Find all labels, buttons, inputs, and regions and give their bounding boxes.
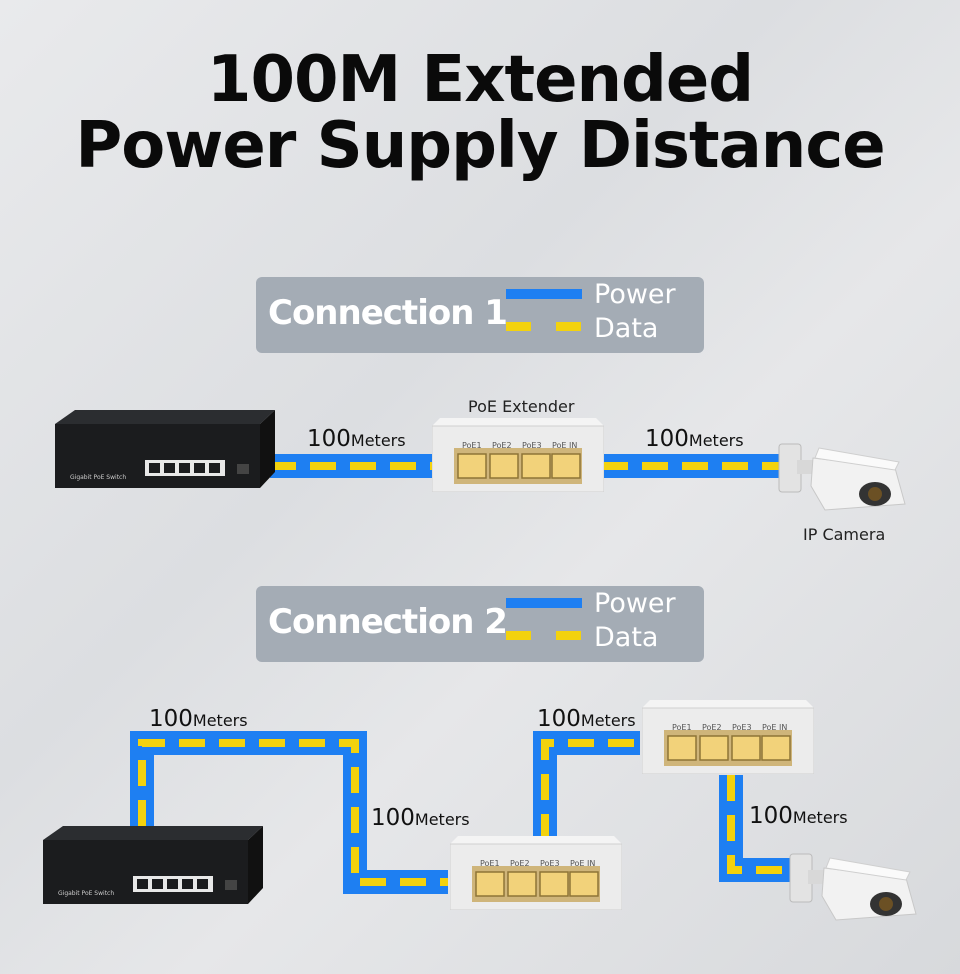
data-dash-swatch — [556, 322, 581, 331]
poe-extender-1 — [432, 418, 604, 497]
port-label: PoE3 — [522, 441, 542, 450]
switch-label: Gigabit PoE Switch — [58, 890, 114, 897]
power-line-swatch — [506, 598, 582, 608]
connection-1-title: Connection 1 — [268, 293, 507, 333]
cable-extender-a-to-extender-b — [545, 743, 640, 840]
port-label: PoE3 — [732, 723, 752, 732]
data-dash-swatch — [506, 322, 531, 331]
ip-camera-2 — [786, 846, 921, 941]
distance-value: 100 — [645, 426, 689, 452]
distance-label: 100Meters — [307, 426, 406, 452]
distance-unit: Meters — [351, 431, 406, 450]
port-label: PoE1 — [462, 441, 482, 450]
legend-data-label: Data — [594, 622, 658, 653]
port-label: PoE3 — [540, 859, 560, 868]
port-label: PoE IN — [570, 859, 595, 868]
port-label: PoE2 — [510, 859, 530, 868]
legend-data-label: Data — [594, 313, 658, 344]
distance-unit: Meters — [415, 810, 470, 829]
distance-value: 100 — [371, 805, 415, 831]
poe-switch-2 — [43, 826, 263, 911]
connection-1-legend: Connection 1 Power Data — [256, 277, 704, 353]
port-label: PoE IN — [762, 723, 787, 732]
distance-value: 100 — [749, 803, 793, 829]
port-label: PoE IN — [552, 441, 577, 450]
distance-unit: Meters — [581, 711, 636, 730]
distance-label: 100Meters — [749, 803, 848, 829]
ip-camera-caption: IP Camera — [803, 525, 885, 544]
distance-label: 100Meters — [645, 426, 744, 452]
cable-extender-a-to-extender-b-data — [545, 743, 640, 840]
port-label: PoE1 — [672, 723, 692, 732]
legend-power-label: Power — [594, 588, 676, 619]
distance-unit: Meters — [793, 808, 848, 827]
distance-value: 100 — [537, 706, 581, 732]
port-label: PoE2 — [492, 441, 512, 450]
data-dash-swatch — [506, 631, 531, 640]
power-line-swatch — [506, 289, 582, 299]
port-label: PoE1 — [480, 859, 500, 868]
legend-power-label: Power — [594, 279, 676, 310]
distance-label: 100Meters — [537, 706, 636, 732]
distance-value: 100 — [149, 706, 193, 732]
poe-extender-2a — [450, 836, 622, 915]
distance-unit: Meters — [689, 431, 744, 450]
distance-label: 100Meters — [371, 805, 470, 831]
poe-extender-2b — [642, 700, 814, 779]
connection-2-legend: Connection 2 Power Data — [256, 586, 704, 662]
distance-label: 100Meters — [149, 706, 248, 732]
distance-value: 100 — [307, 426, 351, 452]
data-dash-swatch — [556, 631, 581, 640]
poe-switch-1 — [55, 410, 275, 495]
connection-2-title: Connection 2 — [268, 602, 507, 642]
ip-camera-1 — [775, 436, 910, 531]
distance-unit: Meters — [193, 711, 248, 730]
port-label: PoE2 — [702, 723, 722, 732]
poe-extender-caption: PoE Extender — [468, 397, 574, 416]
switch-label: Gigabit PoE Switch — [70, 474, 126, 481]
